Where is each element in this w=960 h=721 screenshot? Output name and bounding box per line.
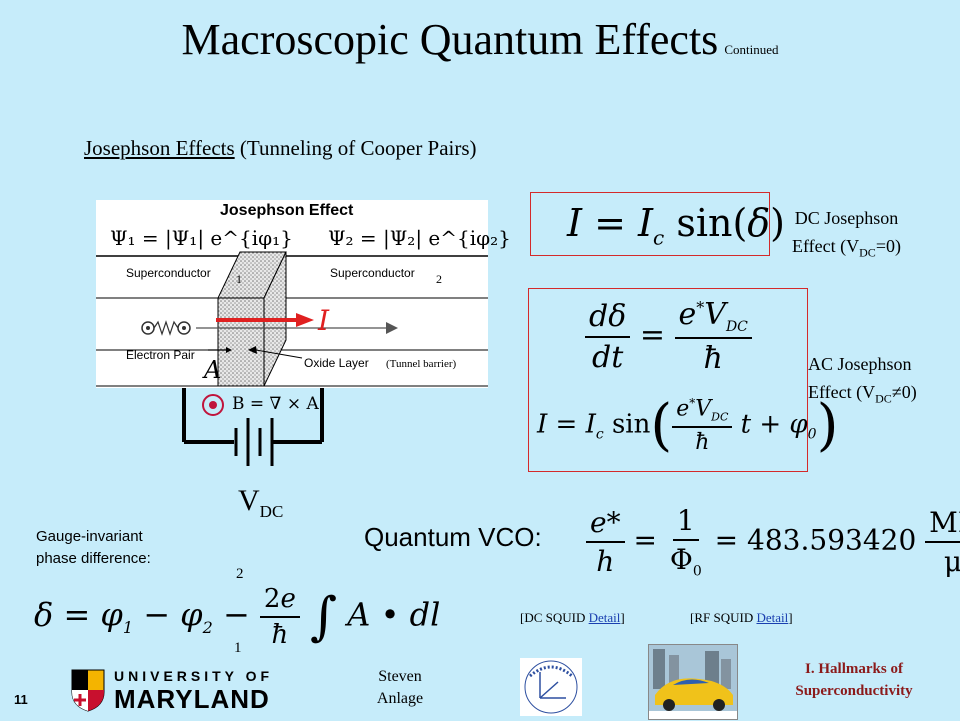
asc-conference-logo	[520, 658, 582, 716]
psi2-expression: Ψ₂ = |Ψ₂| e^{iφ₂}	[328, 226, 511, 250]
oxide-layer-label: Oxide Layer	[304, 356, 369, 370]
tunnel-barrier-label: (Tunnel barrier)	[386, 358, 457, 370]
title-suffix: Continued	[724, 42, 779, 57]
vector-a-label: A	[204, 356, 222, 384]
gauge-label: Gauge-invariant phase difference:	[36, 528, 151, 567]
race-car-logo	[648, 644, 738, 720]
quantum-vco-label: Quantum VCO:	[364, 522, 542, 552]
b-field-out-of-page-icon	[202, 394, 224, 416]
dc-josephson-label: DC Josephson Effect (VDC=0)	[792, 208, 901, 260]
page-number: 11	[14, 692, 28, 707]
integral-upper-limit: 2	[236, 566, 244, 582]
electron-pair-label: Electron Pair	[126, 348, 195, 362]
integral-lower-limit: 1	[234, 640, 242, 656]
dc-josephson-equation-box: I = Ic sin(δ)	[530, 192, 785, 256]
rf-squid-detail-link[interactable]: Detail	[756, 610, 789, 625]
race-car-icon	[649, 649, 737, 719]
current-arrow-icon	[216, 313, 314, 327]
umd-logo: UNIVERSITY OF MARYLAND	[70, 668, 310, 714]
maryland-shield-icon	[71, 669, 105, 712]
superconductor-1-label: Superconductor	[126, 266, 211, 280]
psi1-expression: Ψ₁ = |Ψ₁| e^{iφ₁}	[110, 226, 293, 250]
quantum-vco-equation: e*h = 1Φ0 = 483.593420 MHzμV	[586, 504, 960, 580]
current-label: I	[318, 304, 330, 337]
university-bottom-text: MARYLAND	[114, 684, 270, 714]
dc-squid-detail-link[interactable]: Detail	[588, 610, 621, 625]
superconductor-1-number: 1	[236, 272, 242, 286]
subheading: Josephson Effects (Tunneling of Cooper P…	[84, 136, 477, 160]
bias-circuit	[182, 388, 324, 466]
section-title: I. Hallmarks of Superconductivity	[795, 661, 913, 699]
ac-josephson-label: AC Josephson Effect (VDC≠0)	[808, 354, 917, 406]
dc-squid-link-group: [DC SQUID Detail]	[520, 610, 625, 625]
superconductor-2-number: 2	[436, 272, 442, 286]
rf-squid-link-group: [RF SQUID Detail]	[690, 610, 793, 625]
author: Steven Anlage	[376, 668, 424, 707]
b-field-label: B = ∇ × A	[232, 394, 319, 414]
dc-josephson-equation: I = Ic sin(δ)	[567, 201, 785, 250]
vdc-label: VDC	[238, 484, 284, 521]
conference-axes-icon	[524, 660, 578, 714]
diagram-header: Josephson Effect	[220, 202, 354, 219]
josephson-diagram: Josephson Effect Ψ₁ = |Ψ₁| e^{iφ₁} Ψ₂ = …	[96, 200, 511, 388]
university-top-text: UNIVERSITY OF	[114, 668, 274, 684]
superconductor-2-label: Superconductor	[330, 266, 415, 280]
